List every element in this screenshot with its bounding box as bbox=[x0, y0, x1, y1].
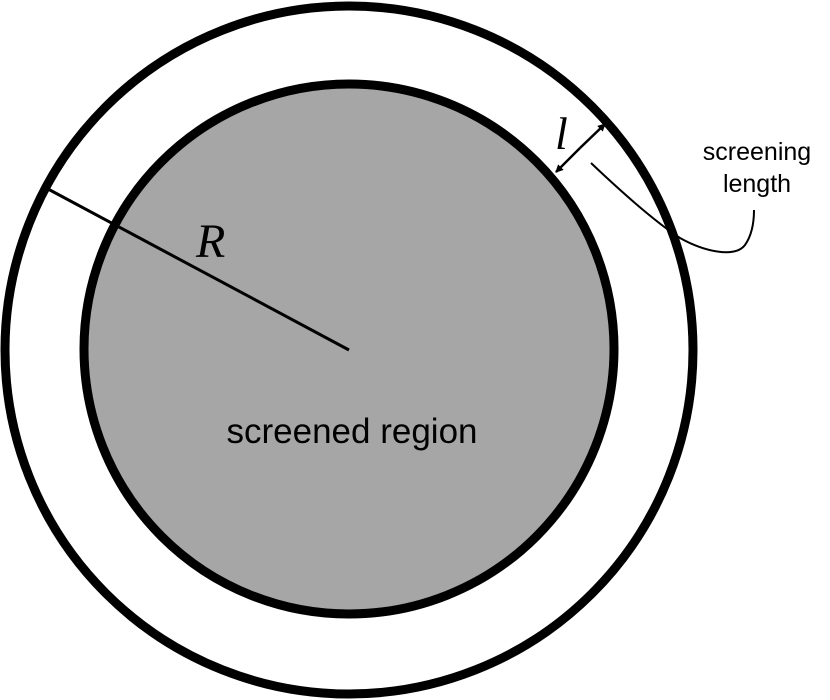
screening-length-symbol: l bbox=[555, 108, 568, 159]
callout-text-line1: screening bbox=[703, 138, 811, 166]
radius-line bbox=[47, 187, 350, 352]
screening-length-arrow bbox=[579, 123, 606, 149]
callout-leader-line bbox=[590, 162, 755, 254]
screened-region-label: screened region bbox=[227, 412, 478, 451]
screening-length-arrow-back bbox=[555, 147, 581, 173]
radius-label: R bbox=[195, 215, 225, 268]
callout-text-line2: length bbox=[723, 170, 791, 198]
